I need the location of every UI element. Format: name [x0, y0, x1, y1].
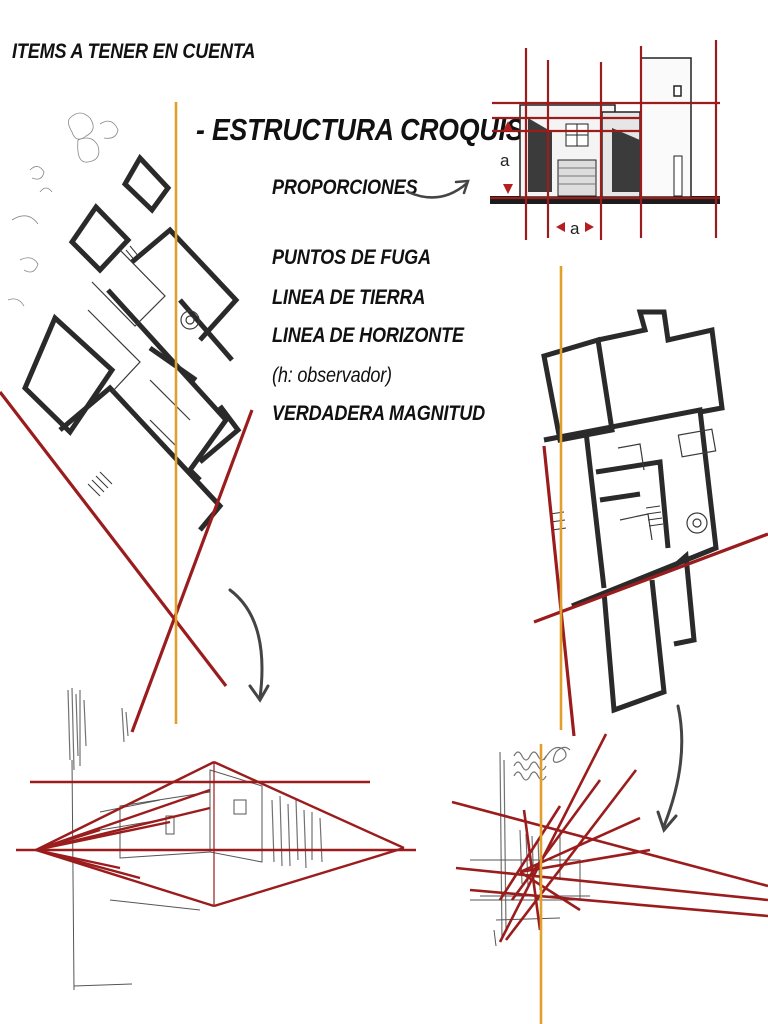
- perspective-sketch-left: [16, 687, 416, 991]
- section-title: - ESTRUCTURA CROQUIS: [196, 112, 524, 147]
- floor-plan-left: [0, 102, 270, 733]
- topic-linea-de-horizonte: LINEA DE HORIZONTE: [272, 324, 464, 347]
- facade-elevation: a a: [490, 40, 720, 240]
- dimension-label-horizontal: a: [570, 219, 580, 238]
- page-title: ITEMS A TENER EN CUENTA: [12, 40, 256, 63]
- topic-puntos-de-fuga: PUNTOS DE FUGA: [272, 246, 431, 269]
- floor-plan-right: [533, 266, 768, 833]
- proporciones-label: PROPORCIONES: [272, 176, 418, 199]
- topic-observador-height: (h: observador): [272, 364, 392, 387]
- dimension-label-vertical: a: [500, 151, 510, 170]
- topic-verdadera-magnitud: VERDADERA MAGNITUD: [272, 402, 485, 425]
- topic-linea-de-tierra: LINEA DE TIERRA: [272, 286, 426, 309]
- curved-arrow-icon: [406, 179, 470, 199]
- perspective-sketch-right: [451, 733, 768, 1024]
